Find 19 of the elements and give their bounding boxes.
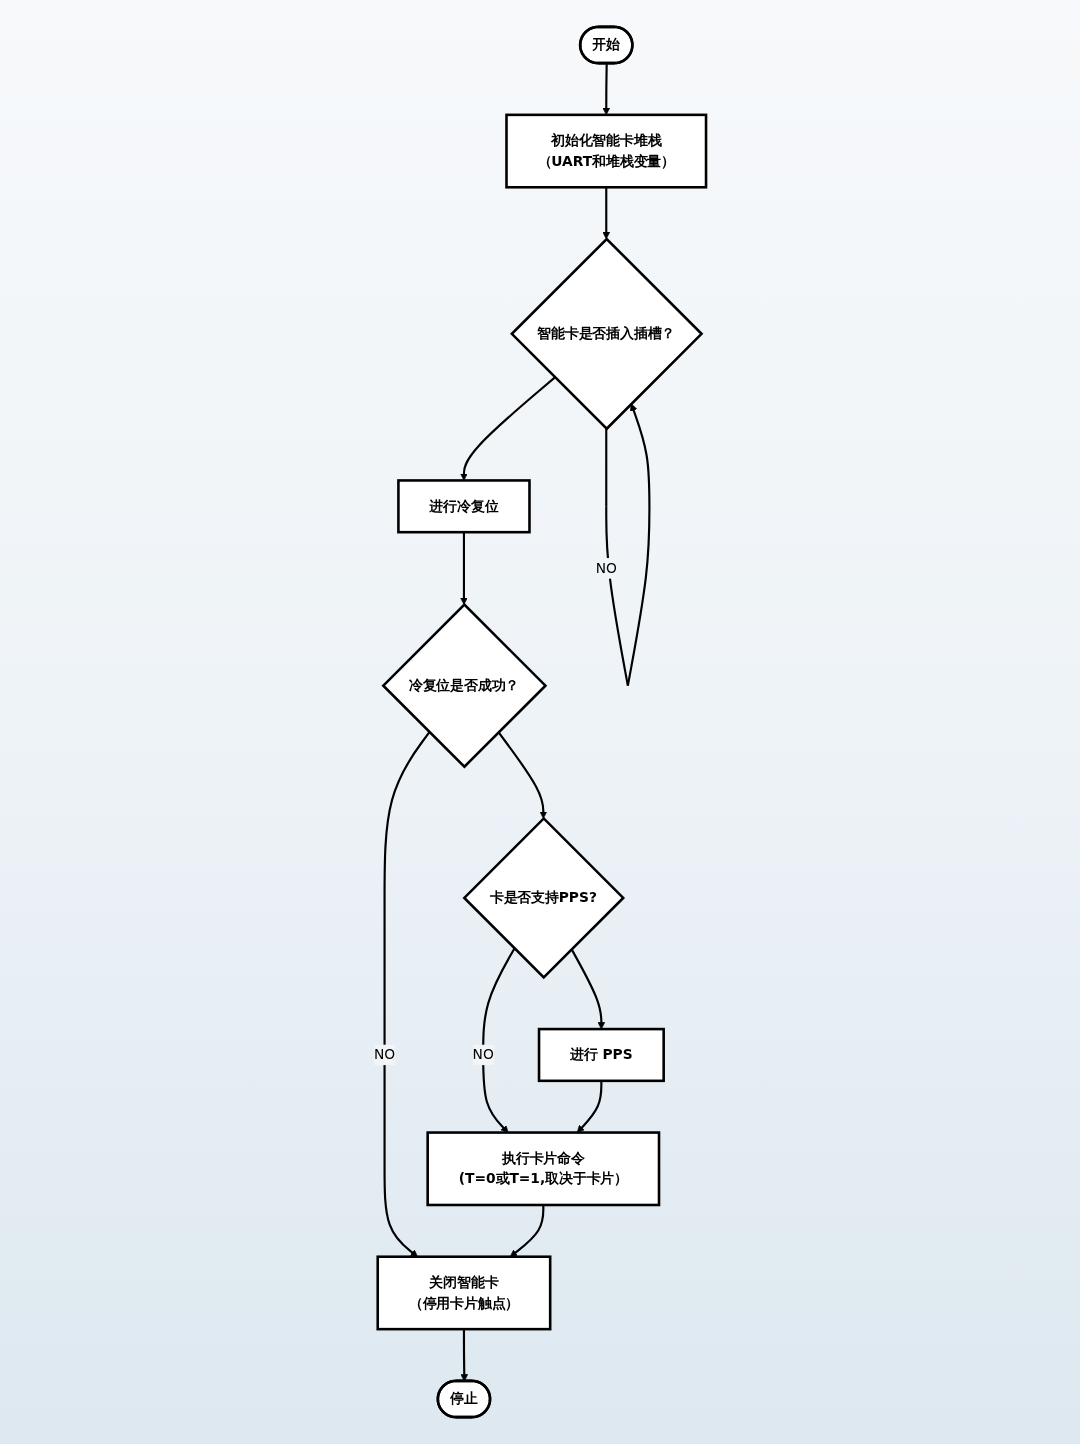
edge-label: NO (373, 1046, 396, 1063)
arrow (482, 947, 516, 1133)
edge-label: NO (472, 1046, 494, 1063)
node-diamond: 冷复位是否成功？ (381, 602, 548, 769)
node-box: 进行冷复位 (397, 479, 531, 534)
node-diamond: 卡是否支持PPS? (462, 816, 626, 980)
arrow (570, 948, 606, 1030)
node-diamond: 智能卡是否插入插槽？ (510, 237, 704, 431)
arrow (460, 376, 556, 481)
arrow (576, 1080, 603, 1133)
node-box: 初始化智能卡堆栈 （UART和堆栈变量） (505, 113, 708, 189)
node-box: 执行卡片命令 (T=0或T=1,取决于卡片） (426, 1131, 661, 1207)
arrow (605, 403, 651, 686)
edge-label: NO (595, 559, 617, 577)
node-box: 进行 PPS (537, 1027, 665, 1083)
arrow (602, 187, 611, 240)
arrow (460, 532, 468, 605)
arrow (497, 731, 548, 819)
node-box: 关闭智能卡 （停用卡片触点） (376, 1255, 552, 1331)
